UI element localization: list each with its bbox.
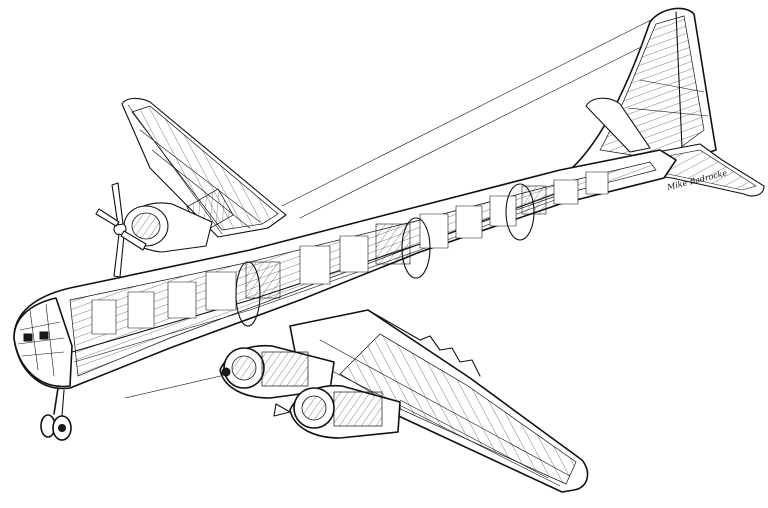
upper-deck-compartments <box>91 171 609 335</box>
nose-landing-gear <box>40 387 72 441</box>
antenna-wires <box>124 17 656 399</box>
inboard-engine <box>219 344 335 399</box>
far-engine <box>95 182 213 278</box>
outboard-engine <box>273 384 401 439</box>
near-wing <box>289 309 589 493</box>
fuselage <box>13 149 677 390</box>
cockpit-nose <box>13 297 73 388</box>
